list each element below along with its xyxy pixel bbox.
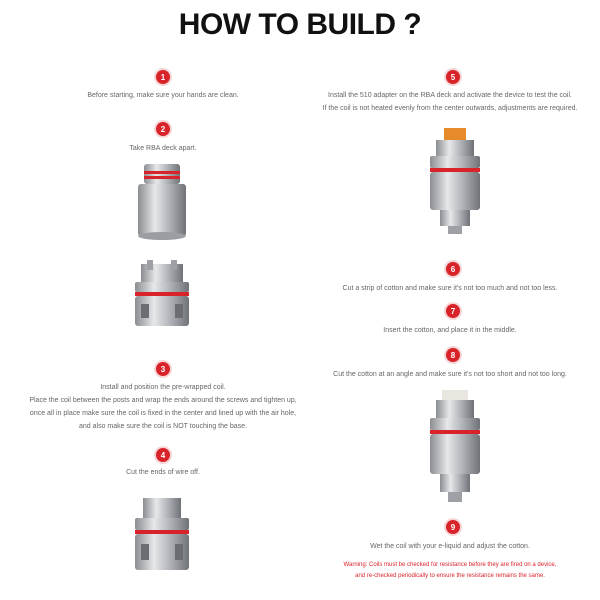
step-1-line-1: Before starting, make sure your hands ar…	[87, 92, 239, 99]
warning-line-2: and re-checked periodically to ensure th…	[355, 573, 545, 579]
step-7-badge: 7	[446, 304, 460, 318]
step-3-badge: 3	[156, 362, 170, 376]
step-8-badge: 8	[446, 348, 460, 362]
step-4-badge: 4	[156, 448, 170, 462]
step-6-text: Cut a strip of cotton and make sure it's…	[300, 282, 600, 295]
rba-base-illustration	[138, 164, 186, 240]
page-title: HOW TO BUILD ?	[178, 8, 422, 41]
step-4-line-1: Cut the ends of wire off.	[126, 469, 200, 476]
rba-deck-illustration	[135, 260, 189, 326]
step-9-line-1: Wet the coil with your e-liquid and adju…	[370, 543, 530, 550]
step-8-line-1: Cut the cotton at an angle and make sure…	[333, 371, 567, 378]
step-1-badge: 1	[156, 70, 170, 84]
step-5-line-2: If the coil is not heated evenly from th…	[322, 105, 578, 112]
trimmed-deck-illustration	[135, 498, 189, 570]
step-3-line-3: once all in place make sure the coil is …	[29, 410, 297, 417]
step-5-badge: 5	[446, 70, 460, 84]
step-9-text: Wet the coil with your e-liquid and adju…	[300, 540, 600, 553]
warning-text: Warning: Coils must be checked for resis…	[300, 560, 600, 582]
activated-coil-illustration	[430, 128, 480, 234]
step-7-line-1: Insert the cotton, and place it in the m…	[383, 327, 517, 334]
step-5-text: Install the 510 adapter on the RBA deck …	[300, 89, 600, 115]
step-3-line-1: Install and position the pre-wrapped coi…	[100, 384, 226, 391]
warning-line-1: Warning: Coils must be checked for resis…	[343, 562, 557, 568]
step-9-badge: 9	[446, 520, 460, 534]
step-3-line-2: Place the coil between the posts and wra…	[29, 397, 297, 404]
step-6-badge: 6	[446, 262, 460, 276]
step-4-text: Cut the ends of wire off.	[0, 466, 326, 479]
step-8-text: Cut the cotton at an angle and make sure…	[300, 368, 600, 381]
cotton-coil-illustration	[430, 390, 480, 502]
step-1-text: Before starting, make sure your hands ar…	[0, 89, 326, 102]
step-3-text: Install and position the pre-wrapped coi…	[0, 381, 326, 433]
step-2-line-1: Take RBA deck apart.	[129, 145, 197, 152]
step-5-line-1: Install the 510 adapter on the RBA deck …	[328, 92, 572, 99]
step-7-text: Insert the cotton, and place it in the m…	[300, 324, 600, 337]
step-2-text: Take RBA deck apart.	[0, 142, 326, 155]
step-2-badge: 2	[156, 122, 170, 136]
step-3-line-4: and also make sure the coil is NOT touch…	[79, 423, 247, 430]
step-6-line-1: Cut a strip of cotton and make sure it's…	[342, 285, 558, 292]
